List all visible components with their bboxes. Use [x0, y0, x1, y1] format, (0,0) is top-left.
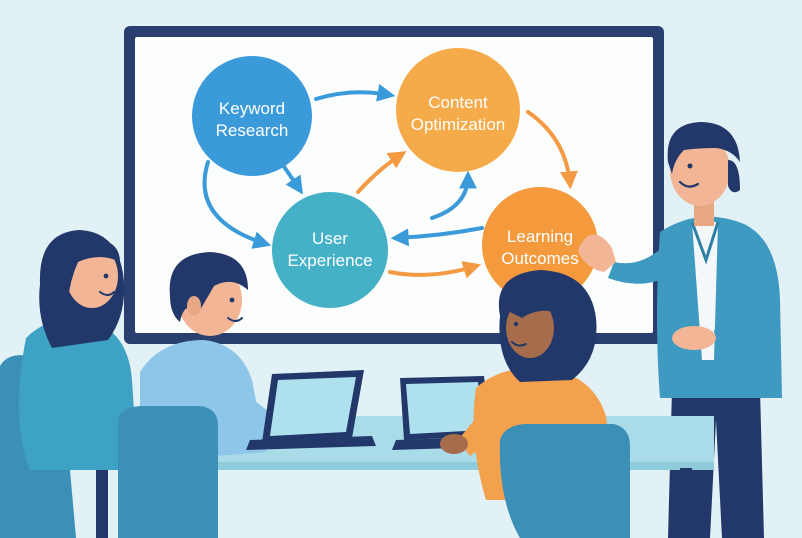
node-line: Experience — [287, 251, 372, 270]
arrow-ux-to-learning — [388, 261, 482, 279]
node-line: Content — [428, 93, 488, 112]
attendee-woman-orange — [440, 270, 630, 538]
arrow-keyword-to-ux-loop — [202, 160, 272, 249]
node-line: User — [312, 229, 348, 248]
node-line: Outcomes — [501, 249, 578, 268]
arrow-learning-to-content — [430, 170, 477, 220]
laptop-left — [246, 370, 376, 450]
node-line: Optimization — [411, 115, 505, 134]
node-line: Research — [216, 121, 289, 140]
node-line: Keyword — [219, 99, 285, 118]
arrow-keyword-to-content — [314, 83, 396, 102]
arrow-ux-to-content — [356, 151, 407, 194]
node-line: Learning — [507, 227, 573, 246]
arrow-content-to-learning — [526, 110, 578, 190]
arrow-learning-to-ux — [390, 226, 484, 247]
chair-foreground-left — [0, 470, 76, 538]
